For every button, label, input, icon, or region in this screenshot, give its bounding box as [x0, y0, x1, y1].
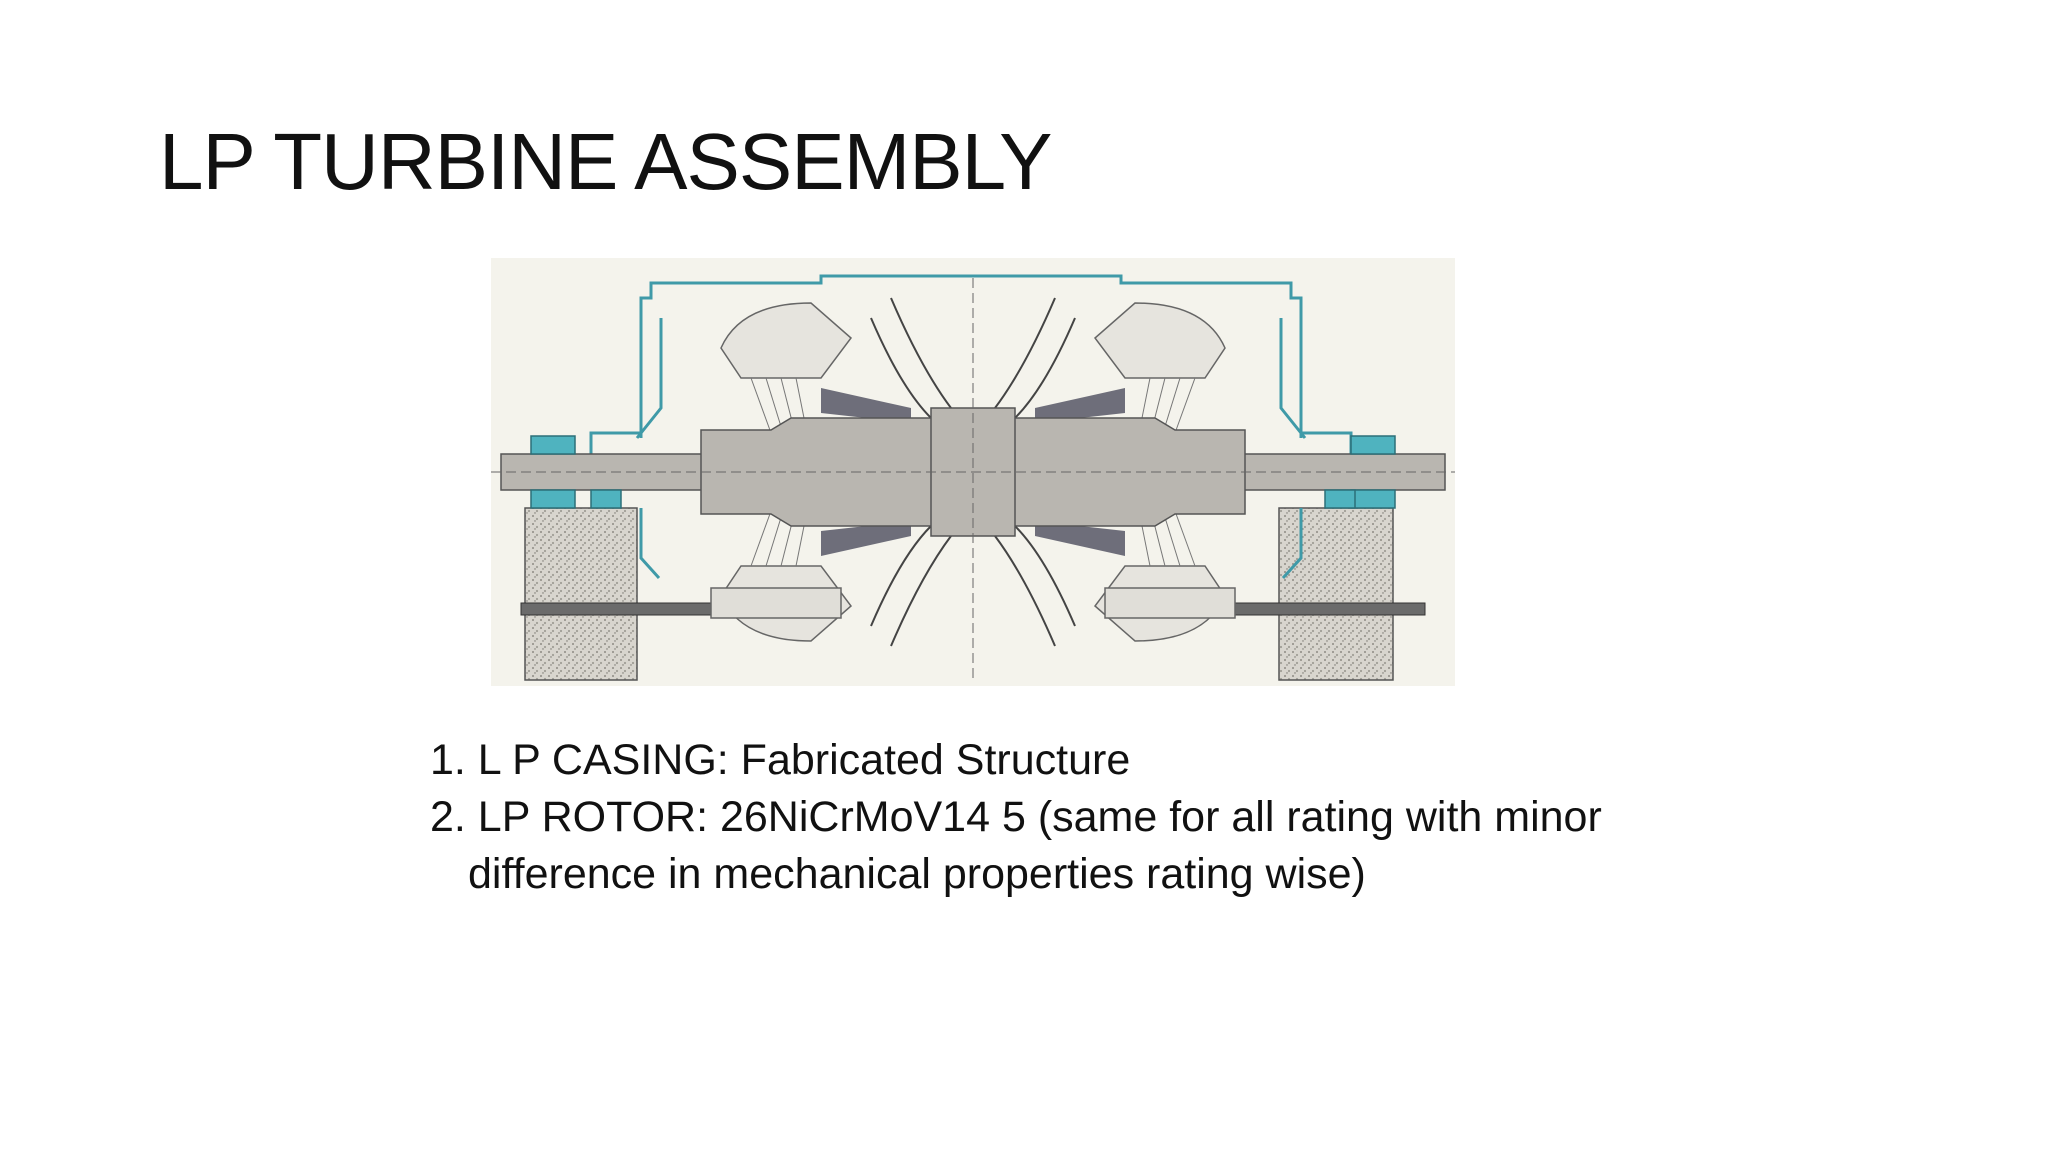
spec-list: 1. L P CASING: Fabricated Structure 2. L… [430, 732, 1730, 903]
blading [821, 388, 1125, 556]
list-item: 1. L P CASING: Fabricated Structure [430, 736, 1131, 784]
base-rails [520, 602, 1426, 616]
list-item: 2. LP ROTOR: 26NiCrMoV14 5 (same for all… [430, 793, 1602, 898]
exhaust-guides [870, 297, 1076, 647]
lower-casing [710, 587, 1236, 619]
slide-title: LP TURBINE ASSEMBLY [159, 117, 1052, 206]
bearings [530, 435, 1396, 509]
left-foundation [524, 507, 638, 681]
right-foundation [1278, 507, 1394, 681]
outer-casing [531, 274, 1415, 580]
lp-turbine-diagram [491, 258, 1455, 686]
